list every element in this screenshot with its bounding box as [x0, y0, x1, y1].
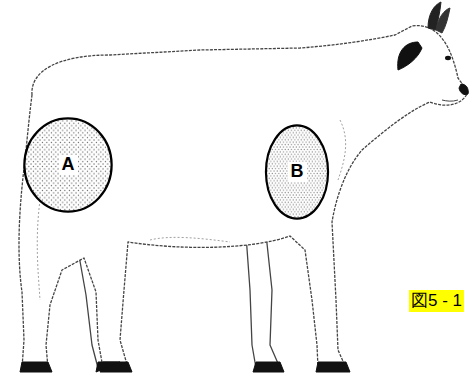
goat-ear — [398, 42, 422, 70]
far-front-leg — [246, 225, 280, 368]
ellipse-outline — [266, 125, 328, 218]
region-letter: A — [59, 155, 78, 175]
hoof — [253, 362, 284, 372]
goat-horn — [436, 8, 450, 33]
hoof — [96, 362, 120, 372]
goat-nose — [459, 84, 468, 95]
region-ellipse: B — [265, 124, 329, 220]
goat-mouth — [442, 100, 458, 101]
ellipse-outline — [24, 118, 111, 211]
region-ellipse: A — [23, 117, 113, 213]
goat-eye — [445, 56, 451, 60]
region-letter: B — [288, 162, 307, 182]
hoof — [316, 362, 350, 372]
hoof — [20, 362, 52, 372]
figure-number: 図5 - 1 — [409, 290, 464, 312]
goat-body — [19, 26, 468, 368]
